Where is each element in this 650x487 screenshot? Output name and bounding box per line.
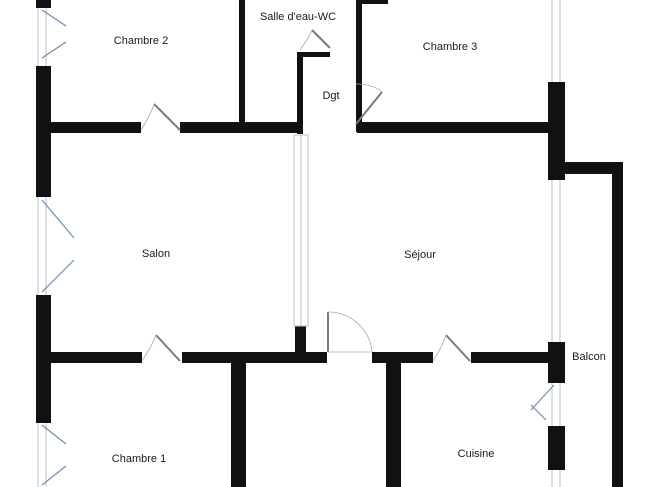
wall-14 xyxy=(548,82,565,180)
door-cuisine-leaf xyxy=(445,334,471,362)
wall-1 xyxy=(36,0,51,8)
door-cuisine-arc xyxy=(432,334,447,362)
window-sash-5 xyxy=(41,424,67,445)
wall-4 xyxy=(36,295,51,361)
window-sash-8 xyxy=(530,404,547,421)
wall-10 xyxy=(297,52,303,134)
door-chambre-1-arc xyxy=(141,334,157,362)
door-dgt-leaf xyxy=(355,91,383,125)
wall-17 xyxy=(563,162,623,174)
window-sash-2 xyxy=(41,41,67,59)
wall-3 xyxy=(36,127,51,197)
room-label-cuisine: Cuisine xyxy=(457,448,495,460)
wall-16 xyxy=(548,426,565,470)
room-label-chambre-3: Chambre 3 xyxy=(422,41,478,53)
door-chambre-2-leaf xyxy=(153,103,181,131)
door-chambre-2-arc xyxy=(140,103,155,131)
wall-20 xyxy=(182,352,327,363)
room-label-salon: Salon xyxy=(141,248,171,260)
window-sash-7 xyxy=(530,384,555,411)
wall-19 xyxy=(51,352,142,363)
room-label-dgt: Dgt xyxy=(322,90,340,102)
wall-5 xyxy=(36,353,51,423)
room-label-chambre-1: Chambre 1 xyxy=(111,453,167,465)
door-salle-eau-leaf xyxy=(311,29,331,49)
room-label-chambre-2: Chambre 2 xyxy=(113,35,169,47)
wall-15 xyxy=(548,342,565,383)
window-sash-4 xyxy=(41,259,75,293)
room-label-balcon: Balcon xyxy=(572,351,606,363)
wall-11 xyxy=(297,52,330,57)
wall-9 xyxy=(239,0,245,130)
wall-22 xyxy=(471,352,551,363)
wall-13 xyxy=(360,0,388,4)
room-label-sejour: Séjour xyxy=(404,249,436,261)
wall-6 xyxy=(51,122,141,133)
wall-23 xyxy=(295,326,306,356)
window-sash-1 xyxy=(41,9,67,27)
wall-8 xyxy=(357,122,554,133)
wall-18 xyxy=(612,162,623,487)
door-salle-eau-arc xyxy=(299,29,313,51)
wall-25 xyxy=(386,360,401,487)
wall-24 xyxy=(231,360,246,487)
door-chambre-1-leaf xyxy=(155,334,181,362)
door-entry-arc xyxy=(327,311,373,353)
window-sash-6 xyxy=(41,465,67,486)
door-dgt-arc xyxy=(355,83,383,93)
wall-21 xyxy=(372,352,433,363)
room-label-salle-eau-wc: Salle d'eau-WC xyxy=(259,11,337,23)
window-sash-3 xyxy=(41,199,75,239)
wall-2 xyxy=(36,66,51,143)
wall-12 xyxy=(356,0,362,132)
